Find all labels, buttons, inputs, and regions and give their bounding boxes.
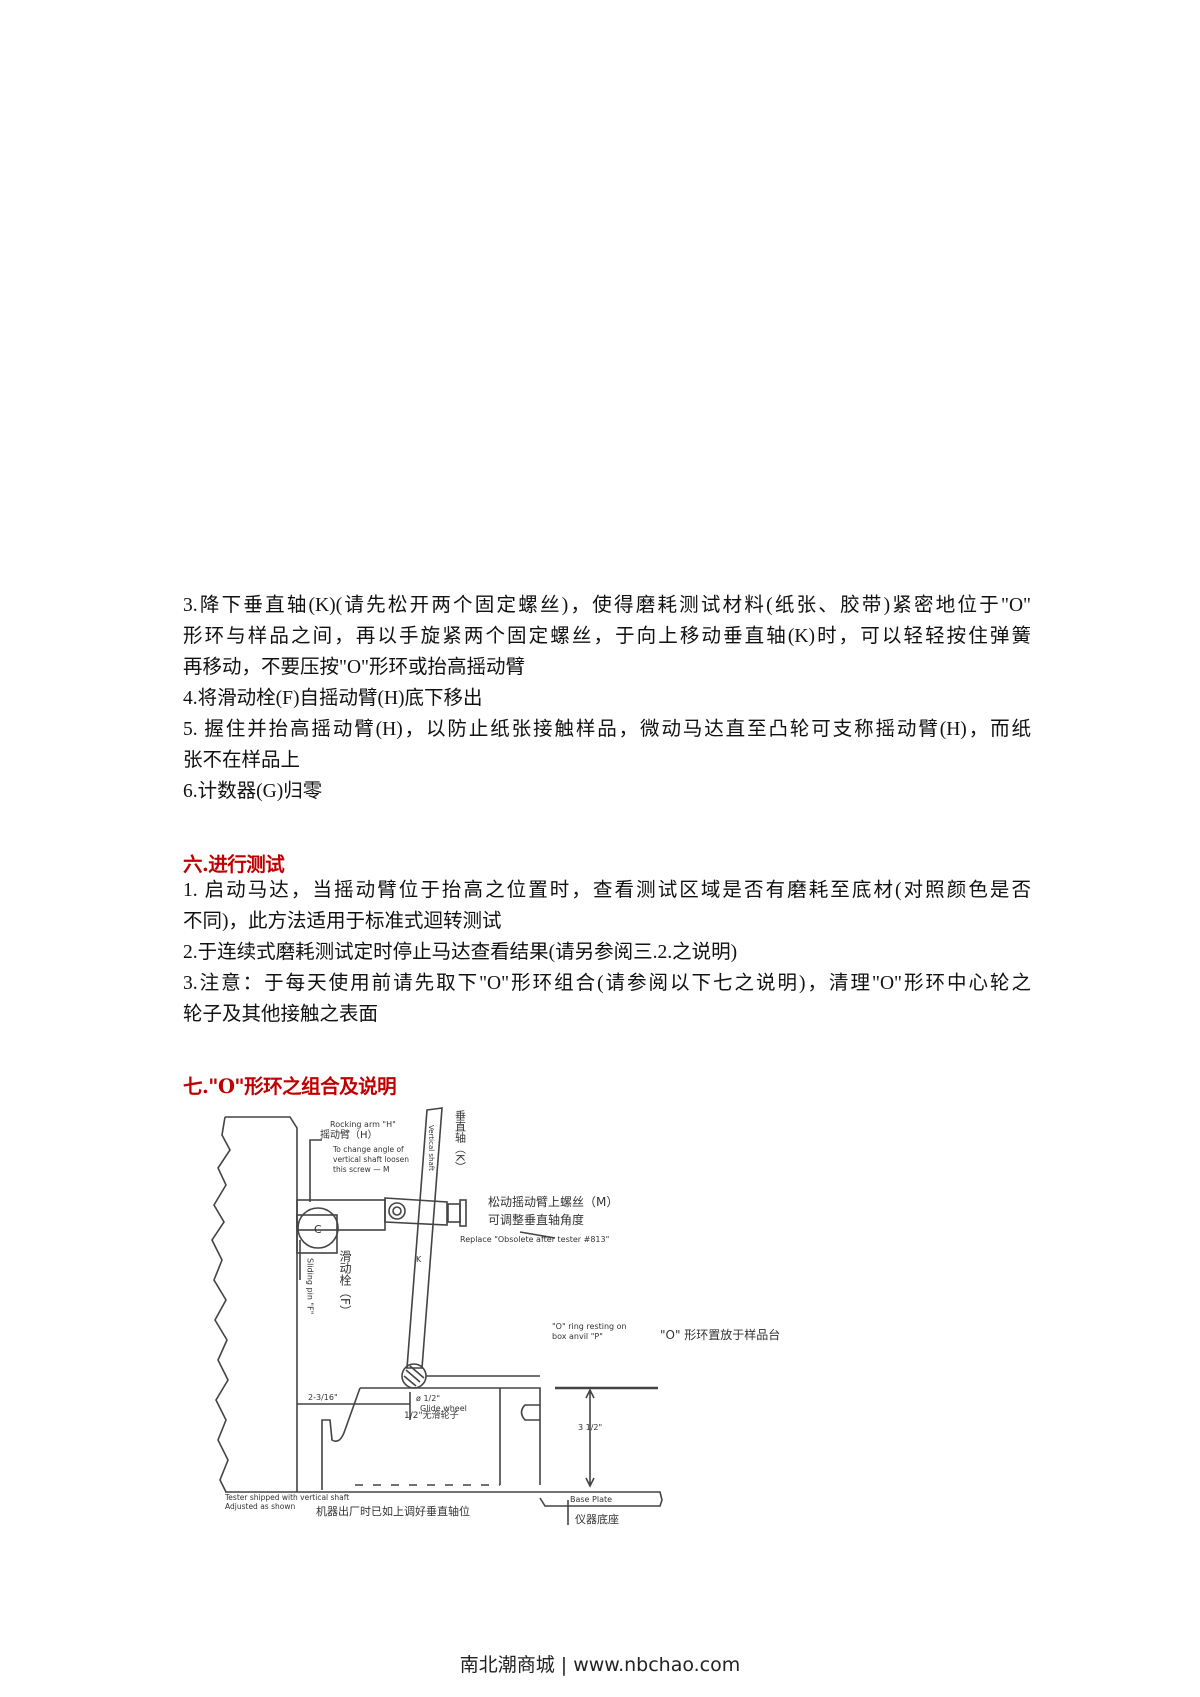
ring-resting-en-2: box anvil "P"	[552, 1332, 603, 1341]
sliding-pin-cn: 滑动栓（F）	[338, 1250, 352, 1317]
cam-circle	[297, 1207, 339, 1249]
screw-bracket	[384, 1197, 448, 1226]
s6-step3-line1: 3.注意：于每天使用前请先取下"O"形环组合(请参阅以下七之说明)，清理"O"形…	[183, 973, 1031, 994]
s6-step3-line2: 轮子及其他接触之表面	[183, 1004, 379, 1025]
machine-wall	[225, 1116, 298, 1492]
loosen-screw-cn-2: 可调整垂直轴角度	[488, 1212, 584, 1227]
sliding-pin-en: Sliding pin "F"	[306, 1258, 315, 1314]
section7-heading: 七."O"形环之组合及说明	[183, 1075, 397, 1098]
rocking-arm-cn: 摇动臂（H）	[320, 1128, 378, 1141]
section6-steps: 1. 启动马达，当摇动臂位于抬高之位置时，查看测试区域是否有磨耗至底材(对照颜色…	[183, 875, 1031, 1030]
rocking-arm-en: Rocking arm "H"	[330, 1120, 396, 1129]
wheel-en-2: Glide wheel	[420, 1404, 467, 1413]
dimension-width: 2-3/16"	[308, 1393, 338, 1402]
screw-m	[388, 1202, 406, 1220]
section5-steps: 3.降下垂直轴(K)(请先松开两个固定螺丝)，使得磨耗测试材料(纸张、胶带)紧密…	[183, 590, 1031, 807]
footer-site-link[interactable]: 南北潮商城 | www.nbchao.com	[459, 1654, 741, 1676]
vertical-shaft-en: Vertical shaft	[427, 1125, 435, 1171]
step3-line2: 形环与样品之间，再以手旋紧两个固定螺丝，于向上移动垂直轴(K)时，可以轻轻按住弹…	[183, 626, 1031, 647]
change-angle-2: vertical shaft loosen	[333, 1155, 409, 1164]
replace-note: Replace "Obsolete after tester #813"	[460, 1235, 609, 1244]
s6-step1-line1: 1. 启动马达，当摇动臂位于抬高之位置时，查看测试区域是否有磨耗至底材(对照颜色…	[183, 880, 1031, 901]
vertical-shaft	[406, 1107, 443, 1369]
s6-step2: 2.于连续式磨耗测试定时停止马达查看结果(请另参阅三.2.之说明)	[183, 942, 738, 963]
height-arrow	[585, 1388, 595, 1488]
change-angle-3: this screw — M	[333, 1165, 390, 1174]
shipped-en-2: Adjusted as shown	[225, 1502, 295, 1511]
sample-box	[360, 1387, 541, 1485]
change-angle-1: To change angle of	[332, 1145, 404, 1154]
ring-resting-en-1: "O" ring resting on	[552, 1322, 627, 1331]
step5-line1: 5. 握住并抬高摇动臂(H)，以防止纸张接触样品，微动马达直至凸轮可支称摇动臂(…	[183, 719, 1031, 740]
knob	[447, 1203, 461, 1223]
shipped-cn: 机器出厂时已如上调好垂直轴位	[316, 1504, 470, 1518]
base-plate-en: Base Plate	[570, 1495, 612, 1504]
shipped-en-1: Tester shipped with vertical shaft	[224, 1493, 349, 1502]
wheel-cn: 1/2"无滑轮子	[404, 1409, 459, 1421]
step4: 4.将滑动栓(F)自摇动臂(H)底下移出	[183, 688, 483, 709]
loosen-screw-cn-1: 松动摇动臂上螺丝（M）	[488, 1195, 618, 1209]
wheel-en-1: ø 1/2"	[416, 1394, 440, 1403]
step3-line1: 3.降下垂直轴(K)(请先松开两个固定螺丝)，使得磨耗测试材料(纸张、胶带)紧密…	[183, 595, 1031, 616]
machine-wall-wavy-edge	[211, 1116, 231, 1493]
vertical-shaft-cn: 垂直轴（K）	[454, 1110, 467, 1173]
step5-line2: 张不在样品上	[183, 750, 301, 771]
height-dimension: 3 1/2"	[578, 1423, 602, 1432]
base-plate-cn: 仪器底座	[575, 1512, 619, 1526]
base-plate	[539, 1491, 663, 1507]
sliding-hook	[321, 1387, 361, 1490]
ring-resting-cn: "O" 形环置放于样品台	[660, 1327, 780, 1342]
cam-label: C	[314, 1223, 322, 1236]
shaft-k-label: K	[416, 1255, 422, 1264]
section6-heading: 六.进行测试	[183, 853, 285, 876]
step6: 6.计数器(G)归零	[183, 781, 323, 802]
step3-line3: 再移动，不要压按"O"形环或抬高摇动臂	[183, 657, 526, 678]
s6-step1-line2: 不同)，此方法适用于标准式迴转测试	[183, 911, 502, 932]
